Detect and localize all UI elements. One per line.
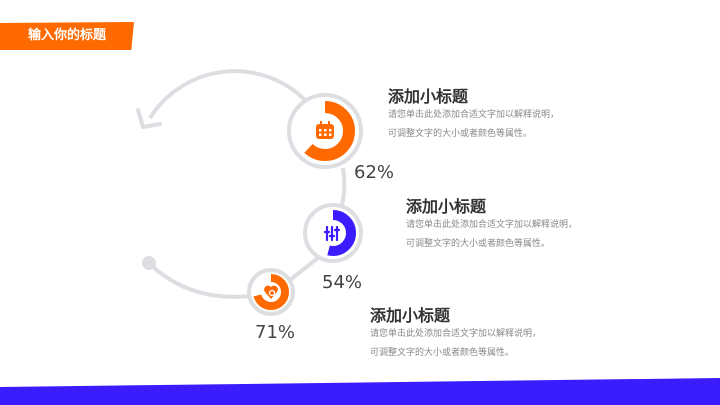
start-dot <box>142 256 156 270</box>
progress-ring-3 <box>247 268 295 316</box>
page-title: 输入你的标题 <box>27 28 106 43</box>
item-title-2: 添加小标题 <box>406 197 487 216</box>
progress-ring-2 <box>303 203 363 263</box>
connector-line <box>340 167 347 206</box>
connector-arc <box>148 69 307 120</box>
calendar-icon <box>316 121 334 139</box>
item-desc-3b: 可调整文字的大小或者颜色等属性。 <box>370 348 515 358</box>
connector-line <box>288 256 320 282</box>
heart-search-icon <box>264 285 278 299</box>
item-desc-3a: 请您单击此处添加合适文字加以解释说明， <box>370 329 542 339</box>
title-banner <box>0 22 134 50</box>
item-desc-1b: 可调整文字的大小或者颜色等属性。 <box>388 129 533 139</box>
sliders-icon <box>323 225 341 242</box>
item-desc-1a: 请您单击此处添加合适文字加以解释说明， <box>388 110 560 120</box>
item-title-1: 添加小标题 <box>388 87 469 106</box>
arrow-head-icon <box>136 108 162 129</box>
progress-ring-1 <box>287 93 363 169</box>
item-desc-2b: 可调整文字的大小或者颜色等属性。 <box>406 239 551 249</box>
percent-label-3: 71% <box>255 322 296 343</box>
percent-label-2: 54% <box>322 272 363 293</box>
item-title-3: 添加小标题 <box>370 306 451 325</box>
item-desc-2a: 请您单击此处添加合适文字加以解释说明， <box>406 220 578 230</box>
connector-arc <box>148 262 251 299</box>
percent-label-1: 62% <box>354 162 395 183</box>
